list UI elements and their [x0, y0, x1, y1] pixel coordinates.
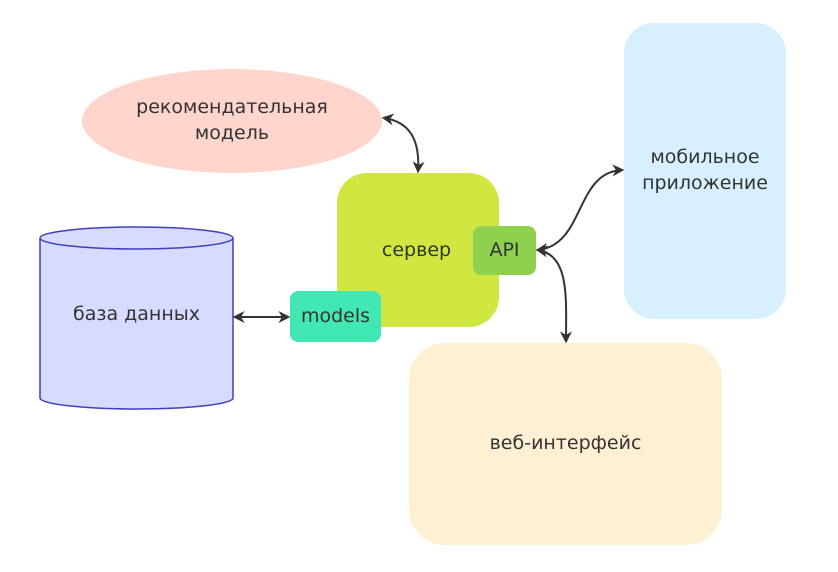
models-label: models: [300, 304, 371, 327]
web-label: веб-интерфейс: [489, 432, 642, 455]
database-node[interactable]: [39, 226, 234, 410]
edge-api-mobile: [535, 164, 625, 255]
mobile-label-line1: мобильное: [650, 146, 760, 169]
recommender-label-line1: рекомендательная: [136, 96, 328, 119]
mobile-label-line2: приложение: [642, 172, 768, 194]
recommender-label: рекомендательная модель: [82, 69, 382, 173]
recommender-node[interactable]: [82, 69, 382, 173]
edge-api-web: [535, 245, 573, 344]
mobile-node[interactable]: [624, 23, 786, 319]
recommender-label-line2: модель: [194, 122, 270, 144]
mobile-label: мобильное приложение: [624, 23, 786, 319]
api-node[interactable]: [473, 226, 536, 275]
api-label: API: [489, 238, 520, 261]
models-node[interactable]: [290, 291, 381, 342]
database-label: база данных: [72, 303, 201, 326]
edge-recommender-server: [381, 113, 425, 174]
server-node[interactable]: [337, 173, 499, 327]
web-node[interactable]: [409, 343, 722, 545]
server-label: сервер: [381, 238, 452, 261]
